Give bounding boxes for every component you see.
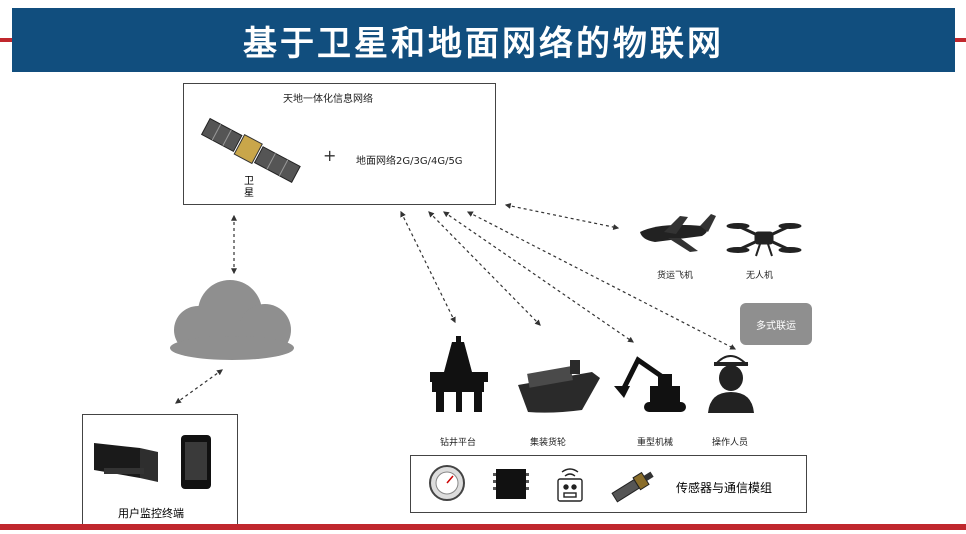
gauge-icon — [429, 465, 465, 501]
container-ship-label: 集装货轮 — [530, 438, 567, 448]
multimodal-transport-label: 多式联运 — [756, 320, 796, 332]
header-rule-right — [955, 38, 966, 42]
plus-sign: + — [323, 146, 337, 165]
operator-label: 操作人员 — [712, 438, 749, 448]
ground-network-label: 地面网络2G/3G/4G/5G — [356, 156, 463, 167]
monitor-icon — [94, 443, 158, 482]
connector-satellite-excavator — [443, 211, 634, 343]
worker-icon — [708, 355, 754, 413]
sensor-module-panel — [410, 455, 807, 513]
airplane-icon — [640, 214, 716, 252]
slide-title: 基于卫星和地面网络的物联网 — [243, 23, 724, 64]
sensor-probe-icon — [611, 471, 654, 503]
title-bar: 基于卫星和地面网络的物联网 — [12, 8, 955, 72]
oil-rig-icon — [430, 336, 488, 412]
oil-rig-label: 钻井平台 — [440, 438, 477, 448]
multimodal-transport-box: 多式联运 — [740, 303, 812, 345]
tag-icon — [557, 468, 583, 502]
sensor-module-label: 传感器与通信模组 — [676, 481, 773, 495]
ship-icon — [518, 360, 600, 413]
connector-satellite-ship — [428, 211, 541, 326]
heavy-machinery-label: 重型机械 — [637, 438, 674, 448]
satellite-label: 卫星 — [244, 176, 254, 199]
connector-satellite-operator — [466, 211, 737, 350]
phone-icon — [181, 435, 211, 489]
footer-rule — [0, 524, 966, 530]
connector-satellite-aircraft — [504, 203, 620, 230]
cloud-icon — [170, 280, 294, 360]
header-rule-left — [0, 38, 14, 42]
satellite-panel-title: 天地一体化信息网络 — [283, 94, 373, 105]
drone-icon — [726, 223, 802, 257]
satellite-icon — [200, 117, 301, 184]
connector-satellite-oil-rig — [400, 210, 456, 324]
connector-cloud-terminal — [175, 369, 223, 404]
chip-icon — [493, 469, 529, 499]
drone-label: 无人机 — [746, 271, 774, 281]
user-terminal-label: 用户监控终端 — [118, 507, 184, 520]
excavator-icon — [614, 356, 686, 412]
